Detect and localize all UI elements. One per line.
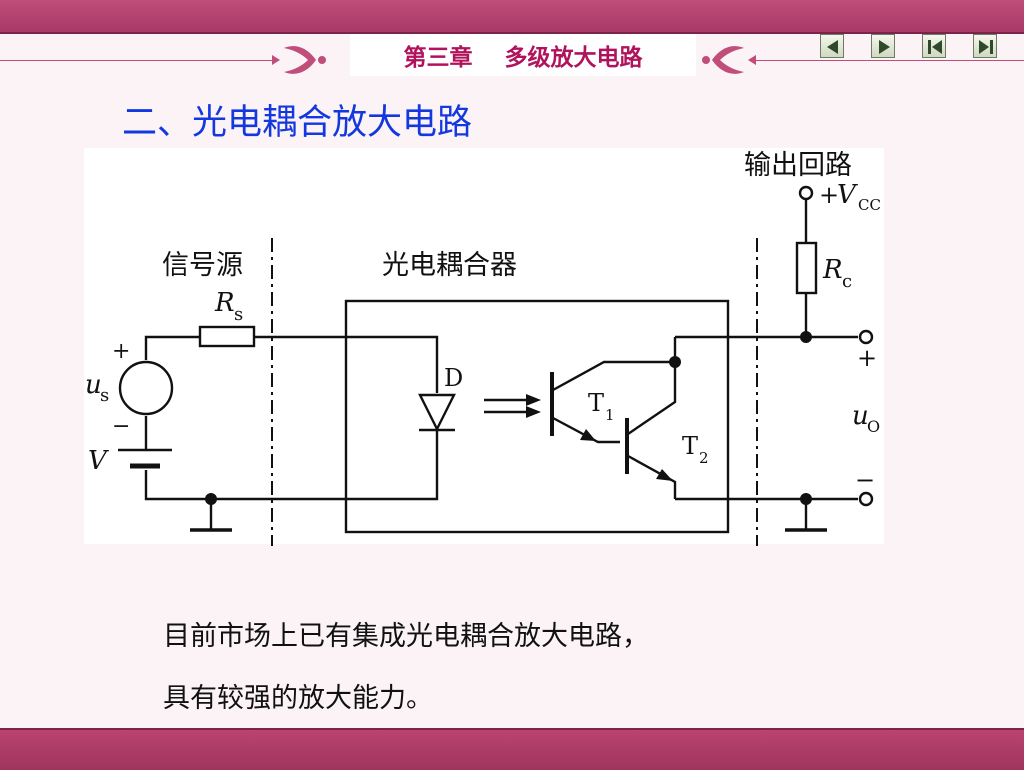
ornament-right-icon [702, 46, 756, 74]
output-plus-label: + [857, 344, 877, 372]
us-u-label: u [85, 370, 102, 400]
skip-last-icon [979, 40, 993, 54]
bottom-band [0, 728, 1024, 770]
coupler-label: 光电耦合器 [382, 250, 517, 281]
signal-source-label: 信号源 [162, 250, 243, 281]
ornament-left-icon [272, 46, 326, 74]
rs-sub-label: s [234, 304, 243, 325]
t1-sub-label: 1 [605, 406, 615, 424]
uo-sub-label: O [867, 417, 880, 436]
vcc-sub-label: CC [858, 196, 881, 214]
nav-first-button[interactable] [922, 34, 946, 58]
rs-r-label: R [214, 288, 235, 318]
chapter-title-box: 第三章 多级放大电路 [350, 34, 696, 76]
skip-first-icon [928, 40, 942, 54]
diode-label: D [444, 364, 463, 392]
header-rule-right [752, 60, 1024, 61]
chapter-title: 第三章 多级放大电路 [403, 45, 643, 71]
output-minus-label: − [855, 466, 875, 494]
header-rule-left [0, 60, 272, 61]
vcc-plus-label: + [819, 181, 839, 209]
nav-next-button[interactable] [871, 34, 895, 58]
rc-sub-label: c [842, 271, 852, 292]
rc-r-label: R [822, 255, 843, 285]
junction-dots [205, 331, 812, 505]
us-sub-label: s [100, 385, 109, 406]
source-minus-label: − [112, 414, 130, 439]
vcc-v-label: V [837, 180, 858, 210]
triangle-right-icon [879, 40, 890, 54]
triangle-left-icon [827, 40, 838, 54]
nav-last-button[interactable] [973, 34, 997, 58]
t2-sub-label: 2 [699, 449, 709, 467]
source-plus-label: + [112, 339, 130, 364]
circuit-wires [118, 185, 874, 534]
top-band [0, 0, 1024, 34]
output-loop-label: 输出回路 [744, 150, 852, 181]
nav-prev-button[interactable] [820, 34, 844, 58]
t1-label: T [588, 389, 604, 417]
v-label: V [88, 446, 109, 476]
section-heading: 二、光电耦合放大电路 [122, 103, 473, 143]
body-line-2: 具有较强的放大能力。 [163, 683, 433, 714]
arrowheads [526, 394, 673, 481]
t2-label: T [682, 432, 698, 460]
body-line-1: 目前市场上已有集成光电耦合放大电路， [163, 621, 649, 652]
separator-lines [271, 238, 758, 546]
uo-u-label: u [852, 401, 869, 431]
